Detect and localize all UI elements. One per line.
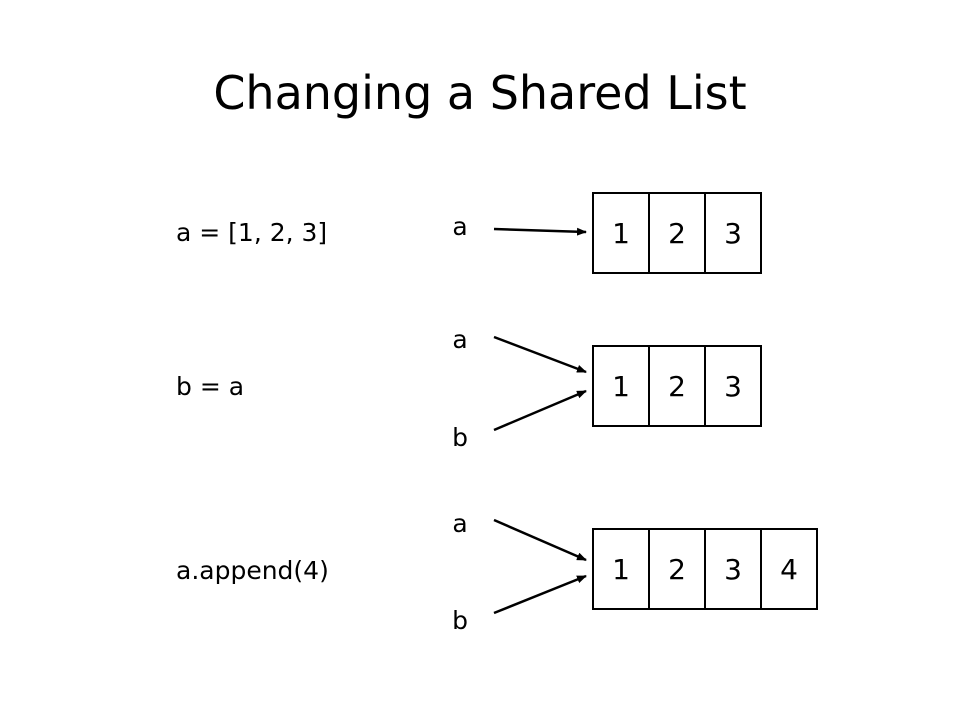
variable-a-label: a: [452, 212, 468, 241]
arrow-a-to-list: [493, 335, 587, 374]
arrow-a-to-list: [493, 227, 587, 236]
code-line-assign-b: b = a: [176, 372, 245, 401]
variable-a-label: a: [452, 325, 468, 354]
list-cell: 3: [704, 345, 762, 427]
arrow-a-to-list: [493, 518, 587, 562]
code-line-append: a.append(4): [176, 556, 329, 585]
variable-b-label: b: [452, 423, 468, 452]
variable-a-label: a: [452, 509, 468, 538]
slide-title: Changing a Shared List: [213, 66, 747, 120]
list-cell: 4: [760, 528, 818, 610]
arrow-b-to-list: [493, 574, 587, 615]
list-cell: 3: [704, 192, 762, 274]
arrow-b-to-list: [493, 389, 587, 432]
variable-b-label: b: [452, 606, 468, 635]
code-line-assign-a: a = [1, 2, 3]: [176, 218, 328, 247]
